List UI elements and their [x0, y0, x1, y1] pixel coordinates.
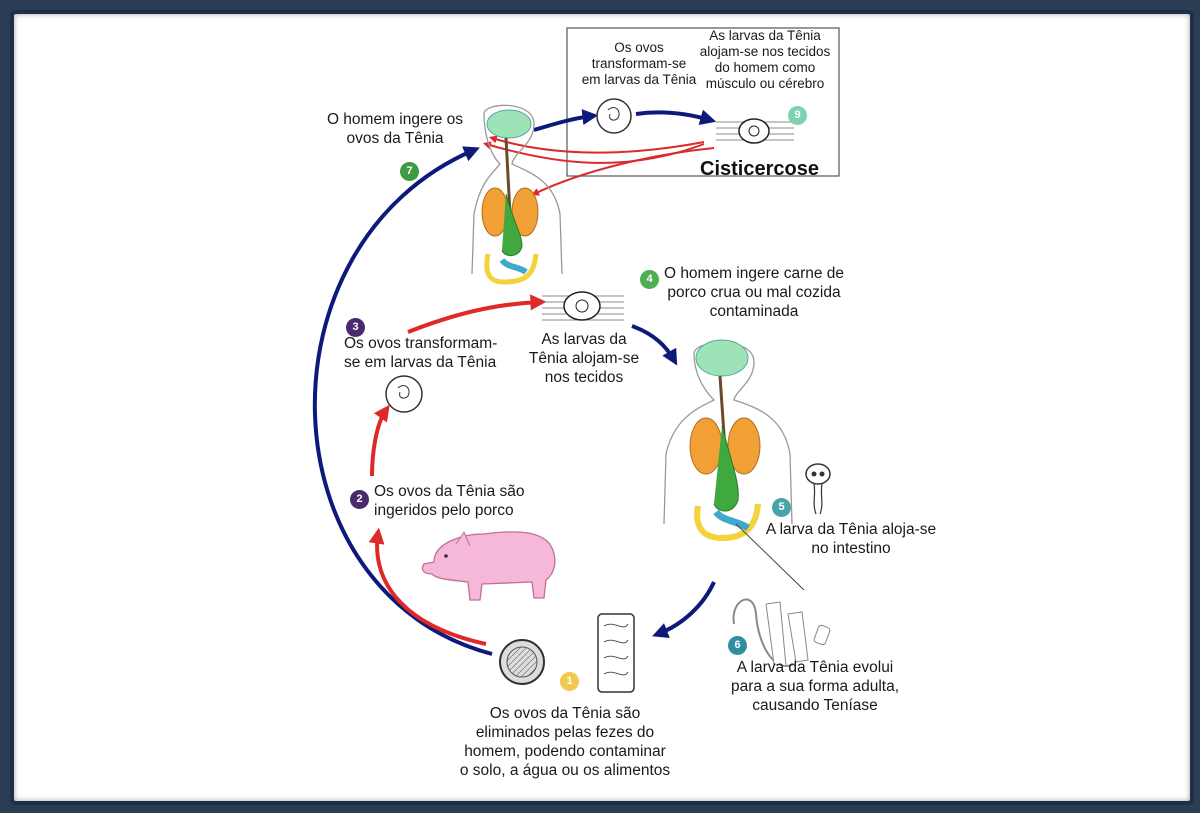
step-badge-9: 9 [788, 106, 807, 125]
proglottid-segment [597, 613, 635, 693]
step-badge-3: 3 [346, 318, 365, 337]
step-badge-5: 5 [772, 498, 791, 517]
arrow-box-to-muscle [531, 147, 715, 196]
cyst-larva-pig [385, 375, 423, 413]
cyst-pig-tissue [542, 291, 624, 321]
pig [421, 530, 556, 601]
label-step5: A larva da Tênia aloja-se no intestino [765, 521, 937, 557]
arrow-adult-to-feces [652, 581, 716, 639]
arrow-human-to-box [533, 109, 599, 132]
step-badge-1: 1 [560, 672, 579, 691]
label-step6: A larva da Tênia evolui para a sua forma… [730, 659, 900, 714]
arrow-box-to-brain [488, 135, 705, 154]
cyst-in-box [596, 98, 632, 134]
label-step4: O homem ingere carne de porco crua ou ma… [663, 265, 845, 320]
human-figure-top [471, 104, 563, 285]
cyst-in-tissue-box [716, 118, 794, 144]
label-step2: Os ovos da Tênia são ingeridos pelo porc… [374, 483, 525, 519]
label-step1: Os ovos da Tênia são eliminados pelas fe… [459, 705, 671, 779]
arrow-eggs-to-pig [368, 527, 487, 646]
label-cisticercose: Cisticercose [700, 158, 819, 180]
label-step7: O homem ingere os ovos da Tênia [326, 111, 464, 147]
arrow-cyst-to-tissue-box [635, 109, 717, 126]
life-cycle-diagram [312, 27, 840, 693]
step-badge-6: 6 [728, 636, 747, 655]
label-pig-larvae-tissue: As larvas da Tênia alojam-se nos tecidos [528, 331, 640, 386]
label-box-larvae-tissue: As larvas da Tênia alojam-se nos tecidos… [699, 28, 831, 91]
label-box-eggs-to-larvae: Os ovos transformam-se em larvas da Têni… [581, 40, 697, 87]
arrow-pig-to-larvae [370, 404, 390, 477]
scolex [805, 463, 831, 515]
tapeworm-egg [499, 639, 545, 685]
step-badge-2: 2 [350, 490, 369, 509]
step-badge-7: 7 [400, 162, 419, 181]
adult-tapeworm [732, 598, 831, 667]
arrow-tissue-to-human [631, 324, 678, 366]
human-figure-right [663, 339, 805, 591]
step-badge-4: 4 [640, 270, 659, 289]
label-step3: Os ovos transformam- se em larvas da Tên… [344, 335, 498, 371]
arrow-eggs-to-human [312, 146, 493, 656]
diagram-frame: Os ovos transformam-se em larvas da Têni… [10, 10, 1194, 805]
arrow-larvae-to-tissue [407, 294, 547, 334]
